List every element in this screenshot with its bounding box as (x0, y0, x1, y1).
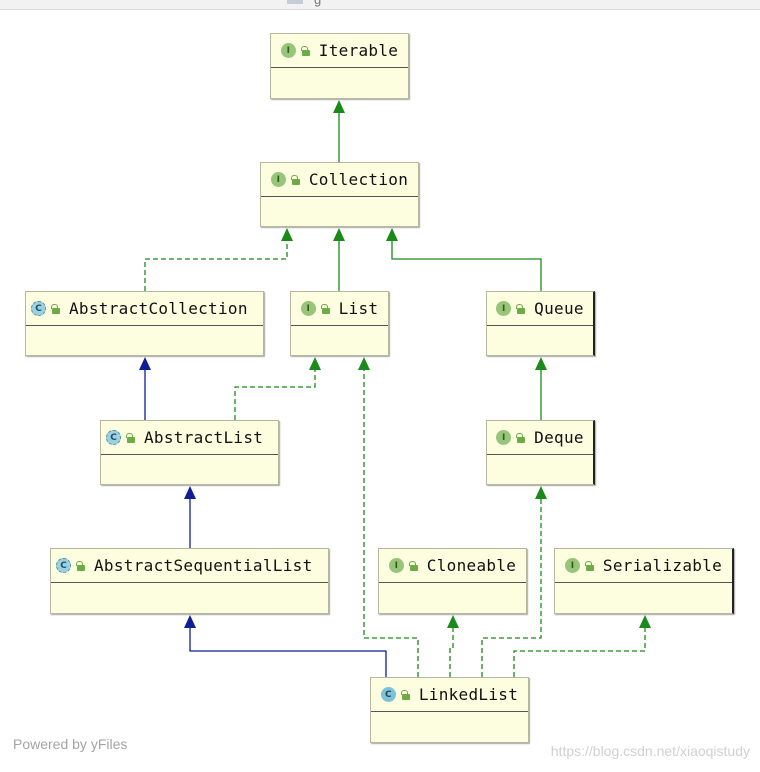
node-abstract-list-header: C AbstractList (101, 421, 278, 455)
node-abstract-sequential-list[interactable]: C AbstractSequentialList (50, 548, 329, 614)
interface-icon: I (496, 301, 512, 316)
arrowhead-cloneable (447, 615, 459, 628)
public-access-icon (516, 432, 526, 444)
edge-abstractcollection-collection (144, 240, 288, 291)
edge-queue-collection (391, 240, 542, 291)
node-queue-header: I Queue (487, 292, 593, 326)
node-collection-label: Collection (308, 170, 409, 189)
interface-icon: I (564, 558, 580, 573)
public-access-icon (300, 45, 310, 57)
public-access-icon (584, 560, 594, 572)
arrowhead-deque (535, 486, 547, 499)
abstract-class-icon: C (106, 430, 121, 445)
node-cloneable-label: Cloneable (426, 556, 517, 575)
node-abstract-collection-header: C AbstractCollection (26, 292, 263, 326)
interface-icon: I (280, 43, 296, 58)
arrowhead-collection-mid (333, 228, 345, 241)
node-list-header: I List (291, 292, 388, 326)
node-iterable[interactable]: I Iterable (270, 33, 409, 99)
powered-by-label: Powered by yFiles (13, 736, 128, 752)
node-deque-label: Deque (534, 428, 584, 447)
diagram-tab-icon (287, 0, 303, 4)
arrowhead-serializable (639, 615, 651, 628)
public-access-icon (516, 303, 526, 315)
arrowhead-iterable (333, 100, 345, 113)
interface-icon: I (270, 172, 286, 187)
watermark-text: https://blog.csdn.net/xiaoqistudy (550, 743, 750, 759)
node-abstract-sequential-list-header: C AbstractSequentialList (51, 549, 328, 583)
node-abstract-list[interactable]: C AbstractList (100, 420, 279, 485)
edge-linkedlist-cloneable (449, 627, 454, 677)
node-list-label: List (338, 299, 379, 318)
node-iterable-label: Iterable (318, 41, 399, 60)
node-cloneable-header: I Cloneable (379, 549, 526, 583)
node-linked-list-label: LinkedList (418, 685, 519, 704)
node-deque[interactable]: I Deque (486, 420, 595, 485)
interface-icon: I (300, 301, 316, 316)
edge-linkedlist-serializable (513, 627, 646, 677)
node-abstract-collection-label: AbstractCollection (69, 299, 248, 318)
node-linked-list-header: C LinkedList (371, 678, 528, 712)
node-serializable-label: Serializable (602, 556, 723, 575)
arrowhead-abstractcollection (139, 357, 151, 370)
public-access-icon (76, 560, 85, 572)
public-access-icon (290, 174, 300, 186)
node-list[interactable]: I List (290, 291, 389, 356)
window-top-bar: g (0, 0, 760, 10)
public-access-icon (400, 689, 410, 701)
arrowhead-abstractlist (184, 486, 196, 499)
interface-icon: I (496, 430, 512, 445)
node-serializable-header: I Serializable (555, 549, 732, 583)
interface-icon: I (388, 558, 404, 573)
public-access-icon (126, 432, 135, 444)
arrowhead-collection-left (281, 228, 293, 241)
arrowhead-queue (535, 357, 547, 370)
public-access-icon (408, 560, 418, 572)
arrowhead-abstractsequentiallist (184, 615, 196, 628)
arrowhead-collection-right (386, 228, 398, 241)
node-abstract-collection[interactable]: C AbstractCollection (25, 291, 264, 356)
node-abstract-sequential-list-label: AbstractSequentialList (94, 556, 313, 575)
node-serializable[interactable]: I Serializable (554, 548, 734, 614)
edge-linkedlist-deque (481, 498, 542, 677)
node-deque-header: I Deque (487, 421, 593, 455)
node-queue-label: Queue (534, 299, 584, 318)
class-icon: C (380, 687, 396, 702)
arrowhead-list-right (358, 357, 370, 370)
window-title-fragment: g (314, 0, 321, 7)
node-collection[interactable]: I Collection (260, 162, 419, 227)
edge-linkedlist-abstractsequentiallist (189, 627, 387, 677)
abstract-class-icon: C (31, 301, 46, 316)
node-collection-header: I Collection (261, 163, 418, 197)
node-abstract-list-label: AbstractList (144, 428, 264, 447)
node-queue[interactable]: I Queue (486, 291, 595, 356)
arrowhead-list-left (309, 357, 321, 370)
abstract-class-icon: C (56, 558, 71, 573)
node-cloneable[interactable]: I Cloneable (378, 548, 527, 614)
node-linked-list[interactable]: C LinkedList (370, 677, 529, 743)
public-access-icon (320, 303, 330, 315)
public-access-icon (51, 303, 60, 315)
edge-abstractlist-list (234, 369, 316, 420)
edge-linkedlist-list (363, 369, 419, 677)
node-iterable-header: I Iterable (271, 34, 408, 68)
